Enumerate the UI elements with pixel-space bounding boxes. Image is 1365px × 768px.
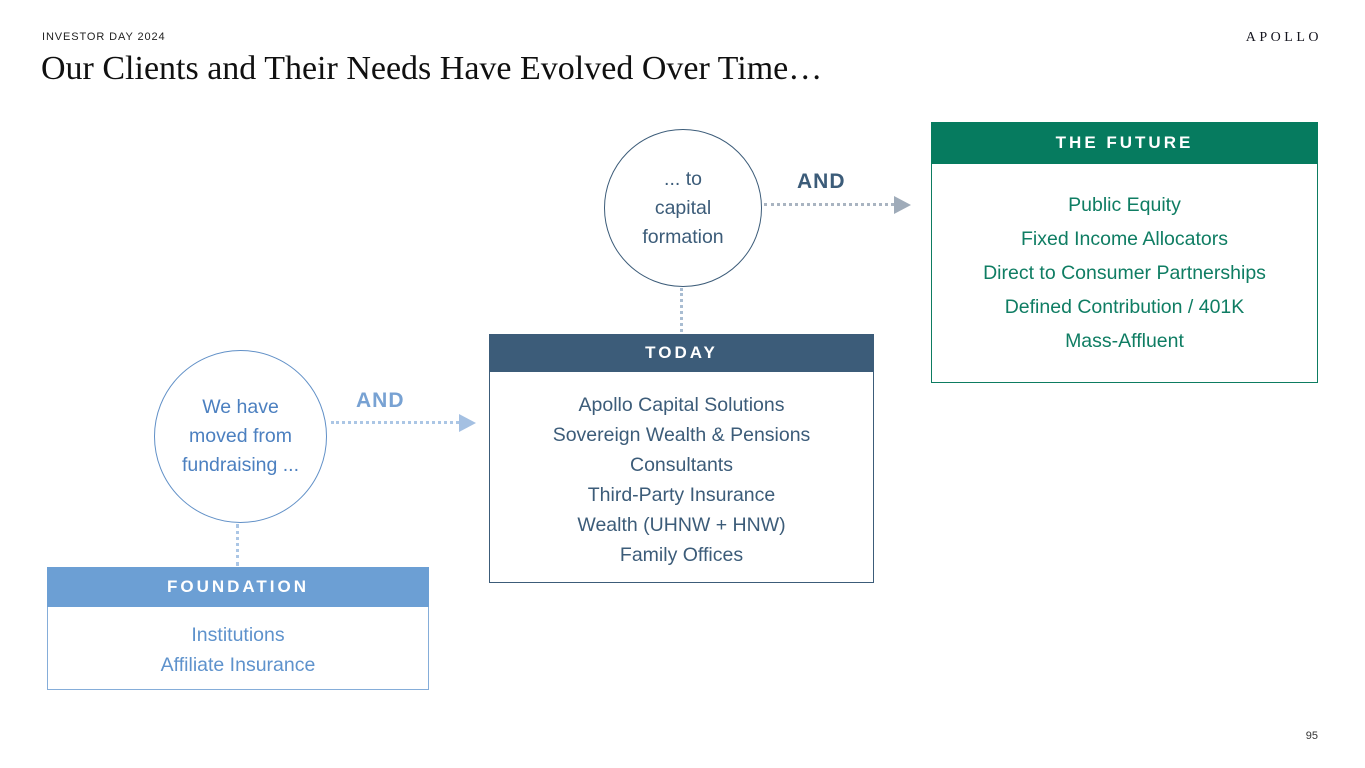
list-item: Affiliate Insurance	[160, 654, 316, 676]
list-item: Family Offices	[619, 544, 744, 566]
future-body: Public Equity Fixed Income Allocators Di…	[931, 164, 1318, 383]
list-item: Direct to Consumer Partnerships	[983, 262, 1266, 284]
circle-line: ... to	[664, 167, 702, 190]
dotted-connector-circle1-to-foundation	[236, 524, 239, 566]
today-header: TODAY	[489, 334, 874, 372]
page-title: Our Clients and Their Needs Have Evolved…	[41, 50, 823, 87]
list-item: Sovereign Wealth & Pensions	[552, 424, 811, 446]
apollo-logo: APOLLO	[1245, 30, 1322, 45]
list-item: Defined Contribution / 401K	[1004, 296, 1245, 318]
and-label-2: AND	[797, 170, 846, 193]
eyebrow-label: INVESTOR DAY 2024	[42, 31, 166, 43]
list-item: Apollo Capital Solutions	[578, 394, 785, 416]
list-item: Mass-Affluent	[1065, 330, 1184, 352]
today-body: Apollo Capital Solutions Sovereign Wealt…	[489, 372, 874, 583]
dotted-connector-circle2-to-today	[680, 288, 683, 332]
dotted-arrow-circle1-to-today	[331, 421, 459, 424]
circle-line: moved from	[189, 425, 292, 447]
and-label-1: AND	[356, 389, 405, 412]
list-item: Consultants	[630, 454, 733, 476]
foundation-body: Institutions Affiliate Insurance	[47, 607, 429, 690]
circle-line: We have	[202, 396, 279, 418]
foundation-header: FOUNDATION	[47, 567, 429, 607]
list-item: Fixed Income Allocators	[1020, 228, 1228, 250]
circle-line: fundraising ...	[181, 454, 300, 476]
foundation-box: FOUNDATION Institutions Affiliate Insura…	[47, 567, 429, 690]
list-item: Wealth (UHNW + HNW)	[577, 514, 786, 536]
list-item: Third-Party Insurance	[587, 484, 776, 506]
list-item: Public Equity	[1068, 194, 1181, 216]
circle-line: capital	[654, 196, 712, 219]
list-item: Institutions	[191, 624, 285, 646]
dotted-arrow-circle2-to-future	[764, 203, 894, 206]
arrowhead-icon	[459, 414, 476, 432]
arrowhead-icon	[894, 196, 911, 214]
today-box: TODAY Apollo Capital Solutions Sovereign…	[489, 334, 874, 583]
page-number: 95	[1305, 730, 1318, 742]
future-box: THE FUTURE Public Equity Fixed Income Al…	[931, 122, 1318, 383]
fundraising-circle: We have moved from fundraising ...	[154, 350, 327, 523]
circle-line: formation	[642, 225, 724, 248]
future-header: THE FUTURE	[931, 122, 1318, 164]
capital-formation-circle: ... to capital formation	[604, 129, 762, 287]
